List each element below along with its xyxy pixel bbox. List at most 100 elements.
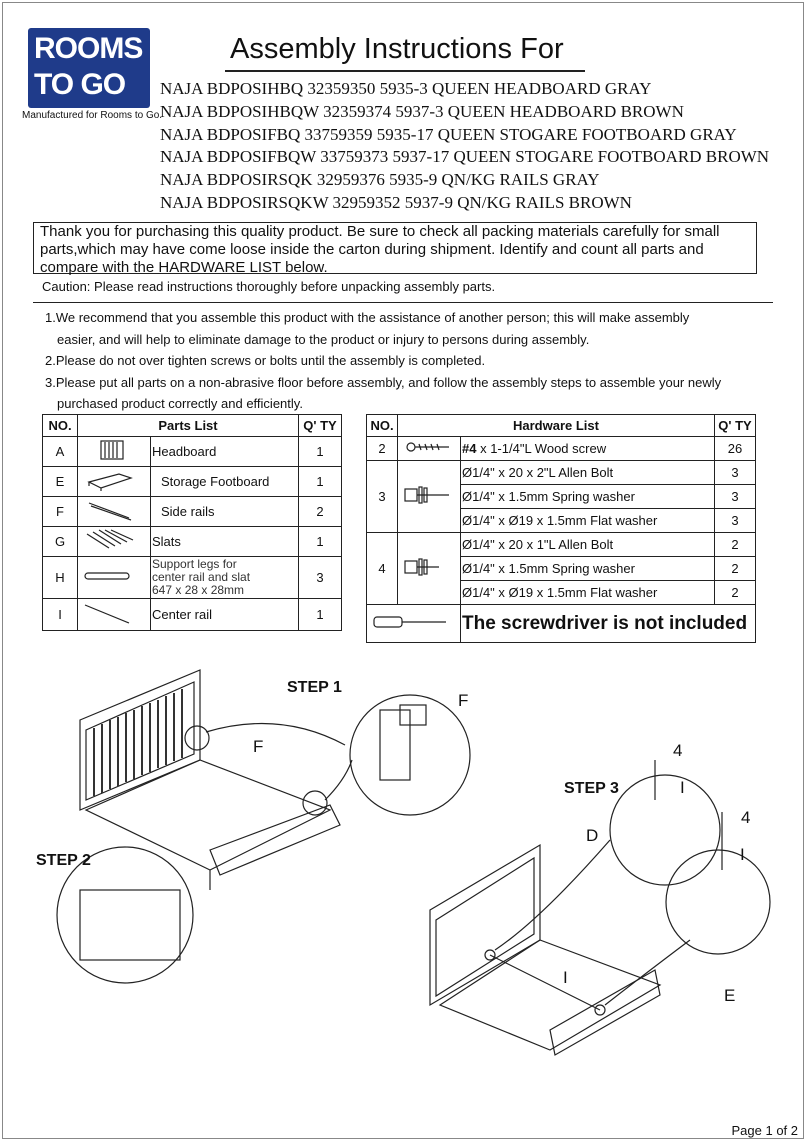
step1-detail-circle — [349, 694, 471, 816]
row-qty: 3 — [714, 508, 756, 533]
row-name: Support legs for center rail and slat 64… — [150, 556, 299, 599]
title-underline — [225, 70, 585, 72]
row-name: Slats — [150, 526, 299, 557]
table-row: Ø1/4" x Ø19 x 1.5mm Flat washer 3 — [367, 508, 756, 533]
callout-d: D — [586, 826, 599, 845]
row-no: 2 — [366, 436, 398, 461]
notes-list: 1.We recommend that you assemble this pr… — [45, 307, 785, 415]
table-row: E Storage Footboard 1 — [42, 466, 342, 497]
wood-screw-icon — [397, 436, 461, 461]
screwdriver-note: The screwdriver is not included — [460, 604, 756, 643]
callout-4: 4 — [673, 741, 683, 760]
page-number: Page 1 of 2 — [731, 1123, 799, 1138]
row-no: F — [42, 496, 78, 527]
slats-icon — [77, 526, 151, 557]
support-leg-icon — [77, 556, 151, 599]
col-header: Q' TY — [298, 414, 342, 437]
short-bolt-set-icon — [397, 532, 461, 605]
logo-line2: TO GO — [34, 68, 126, 101]
table-row: Ø1/4" x Ø19 x 1.5mm Flat washer 2 — [367, 580, 756, 605]
table-row: 4 Ø1/4" x 20 x 1"L Allen Bolt 2 — [366, 532, 756, 605]
model-line: NAJA BDPOSIFBQ 33759359 5935-17 QUEEN ST… — [160, 124, 737, 144]
row-name: Headboard — [150, 436, 299, 467]
row-name: Storage Footboard — [150, 466, 299, 497]
row-name: Ø1/4" x 1.5mm Spring washer — [460, 484, 715, 509]
row-no: H — [42, 556, 78, 599]
row-name: Ø1/4" x 20 x 2"L Allen Bolt — [460, 460, 715, 485]
row-name: Ø1/4" x 20 x 1"L Allen Bolt — [460, 532, 715, 557]
intro-line: parts,which may have come loose inside t… — [40, 241, 704, 258]
manufacturer-tagline: Manufactured for Rooms to Go. — [22, 110, 163, 121]
row-no: 4 — [366, 532, 398, 605]
row-qty: 2 — [714, 580, 756, 605]
intro-line: compare with the HARDWARE LIST below. — [40, 259, 328, 276]
center-rail-icon — [77, 598, 151, 631]
callout-f: F — [253, 737, 264, 756]
row-qty: 3 — [298, 556, 342, 599]
row-qty: 3 — [714, 460, 756, 485]
row-name: Side rails — [150, 496, 299, 527]
table-row: I Center rail 1 — [42, 598, 342, 631]
row-qty: 1 — [298, 598, 342, 631]
note-item: 3.Please put all parts on a non-abrasive… — [45, 374, 722, 390]
logo-line1: ROOMS — [34, 32, 143, 65]
model-line: NAJA BDPOSIRSQK 32959376 5935-9 QN/KG RA… — [160, 170, 600, 190]
row-qty: 1 — [298, 466, 342, 497]
bed-step1-drawing — [79, 669, 353, 890]
table-row: G Slats 1 — [42, 526, 342, 557]
bed-step3-drawing — [429, 839, 691, 1056]
intro-line: Thank you for purchasing this quality pr… — [40, 223, 720, 240]
brand-logo: ROOMS TO GO — [28, 28, 150, 108]
intro-box: Thank you for purchasing this quality pr… — [33, 222, 757, 276]
row-no: A — [42, 436, 78, 467]
model-line: NAJA BDPOSIHBQ 32359350 5935-3 QUEEN HEA… — [160, 79, 652, 98]
side-rail-icon — [77, 496, 151, 527]
col-header: Hardware List — [397, 414, 715, 437]
step1-label: STEP 1 — [287, 679, 342, 696]
table-row: F Side rails 2 — [42, 496, 342, 527]
row-name: #4 x 1-1/4"L Wood screw — [460, 436, 715, 461]
screwdriver-icon — [366, 604, 461, 643]
col-header: Q' TY — [714, 414, 756, 437]
callout-i: I — [563, 968, 568, 987]
callout-f: F — [458, 691, 469, 710]
callout-i: I — [680, 778, 685, 797]
note-item: 1.We recommend that you assemble this pr… — [45, 310, 690, 325]
note-item: purchased product correctly and efficien… — [57, 396, 303, 411]
note-item: 2.Please do not over tighten screws or b… — [45, 353, 486, 368]
row-qty: 1 — [298, 526, 342, 557]
step2-detail-circle — [56, 846, 194, 984]
table-row: Ø1/4" x 1.5mm Spring washer 3 — [367, 484, 756, 509]
table-row: H Support legs for center rail and slat … — [42, 556, 342, 599]
row-qty: 3 — [714, 484, 756, 509]
table-row: A Headboard 1 — [42, 436, 342, 467]
callout-4: 4 — [741, 808, 751, 827]
row-name: Ø1/4" x Ø19 x 1.5mm Flat washer — [460, 580, 715, 605]
model-line: NAJA BDPOSIHBQW 32359374 5937-3 QUEEN HE… — [160, 101, 684, 121]
document-title: Assembly Instructions For — [230, 33, 564, 65]
parts-table: NO. Parts List Q' TY A Headboard 1 E Sto… — [42, 414, 342, 631]
step3-label: STEP 3 — [564, 780, 619, 797]
step2-label: STEP 2 — [36, 852, 91, 869]
col-header: NO. — [366, 414, 398, 437]
hardware-table: NO. Hardware List Q' TY 2 #4 x 1-1/4"L W… — [366, 414, 756, 643]
callout-i: I — [740, 845, 745, 864]
model-line: NAJA BDPOSIRSQKW 32959352 5937-9 QN/KG R… — [160, 192, 632, 212]
headboard-icon — [77, 436, 151, 467]
row-no: I — [42, 598, 78, 631]
row-qty: 2 — [714, 532, 756, 557]
bolt-set-icon — [397, 460, 461, 533]
row-qty: 26 — [714, 436, 756, 461]
separator — [33, 302, 773, 303]
model-line: NAJA BDPOSIFBQW 33759373 5937-17 QUEEN S… — [160, 147, 770, 167]
row-qty: 2 — [714, 556, 756, 581]
caution-text: Caution: Please read instructions thorou… — [42, 279, 496, 294]
row-qty: 2 — [298, 496, 342, 527]
note-item: easier, and will help to eliminate damag… — [57, 331, 590, 347]
row-qty: 1 — [298, 436, 342, 467]
col-header: NO. — [42, 414, 78, 437]
table-row: The screwdriver is not included — [366, 604, 756, 643]
step3-detail-circle-top — [609, 774, 721, 886]
row-no: G — [42, 526, 78, 557]
